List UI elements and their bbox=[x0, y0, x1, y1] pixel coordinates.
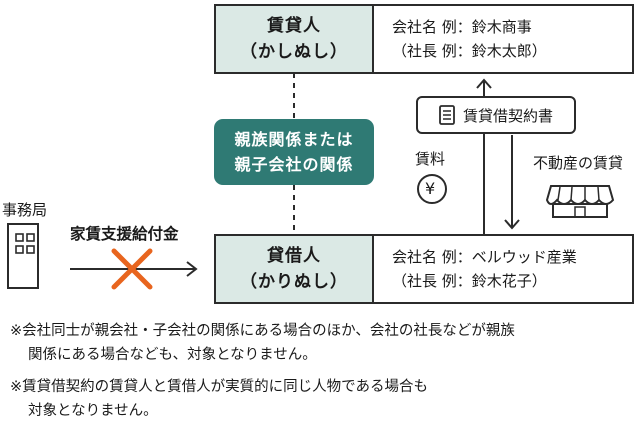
borrower-role-title: 貸借人 bbox=[267, 246, 321, 266]
yen-coin-icon bbox=[417, 174, 447, 204]
lender-company: 会社名 例：鈴木商事 bbox=[392, 18, 532, 36]
subsidy-label: 家賃支援給付金 bbox=[70, 225, 179, 243]
note-2-line-2: 対象となりません。 bbox=[28, 403, 158, 419]
relation-line-2: 親子会社の関係 bbox=[234, 155, 354, 174]
borrower-president: （社長 例：鈴木花子） bbox=[392, 272, 547, 290]
office-label: 事務局 bbox=[2, 201, 48, 219]
borrower-company: 会社名 例：ベルウッド産業 bbox=[392, 248, 577, 266]
relation-badge: 親族関係または 親子会社の関係 bbox=[214, 119, 374, 185]
rent-label: 賃料 bbox=[415, 150, 446, 168]
yen-symbol: ¥ bbox=[425, 179, 436, 198]
lender-role-reading: （かしぬし） bbox=[240, 42, 348, 62]
lender-role-title: 賃貸人 bbox=[267, 16, 321, 36]
lender-box: 賃貸人 （かしぬし） 会社名 例：鈴木商事 （社長 例：鈴木太郎） bbox=[214, 4, 634, 74]
office-building-icon bbox=[7, 223, 39, 289]
cross-mark-icon bbox=[111, 248, 153, 290]
note-1-line-2: 関係にある場合なども、対象となりません。 bbox=[28, 347, 317, 363]
lender-details: 会社名 例：鈴木商事 （社長 例：鈴木太郎） bbox=[374, 6, 632, 72]
lender-president: （社長 例：鈴木太郎） bbox=[392, 42, 547, 60]
borrower-details: 会社名 例：ベルウッド産業 （社長 例：鈴木花子） bbox=[374, 236, 632, 302]
contract-box: 賃貸借契約書 bbox=[416, 96, 576, 134]
relation-line-1: 親族関係または bbox=[234, 130, 354, 149]
note-1-line-1: ※会社同士が親会社・子会社の関係にある場合のほか、会社の社長などが親族 bbox=[10, 323, 515, 339]
rent-arrow-head bbox=[476, 78, 492, 89]
property-arrow-head bbox=[504, 219, 520, 230]
lender-role: 賃貸人 （かしぬし） bbox=[216, 6, 374, 72]
document-icon bbox=[439, 105, 455, 125]
property-label: 不動産の賃貸 bbox=[533, 154, 624, 172]
contract-label: 賃貸借契約書 bbox=[462, 106, 553, 125]
shop-icon bbox=[545, 185, 615, 218]
borrower-role-reading: （かりぬし） bbox=[240, 272, 348, 292]
subsidy-arrow-head bbox=[186, 261, 198, 277]
note-2-line-1: ※賃貸借契約の賃貸人と賃借人が実質的に同じ人物である場合も bbox=[10, 379, 429, 395]
borrower-box: 貸借人 （かりぬし） 会社名 例：ベルウッド産業 （社長 例：鈴木花子） bbox=[214, 234, 634, 304]
borrower-role: 貸借人 （かりぬし） bbox=[216, 236, 374, 302]
